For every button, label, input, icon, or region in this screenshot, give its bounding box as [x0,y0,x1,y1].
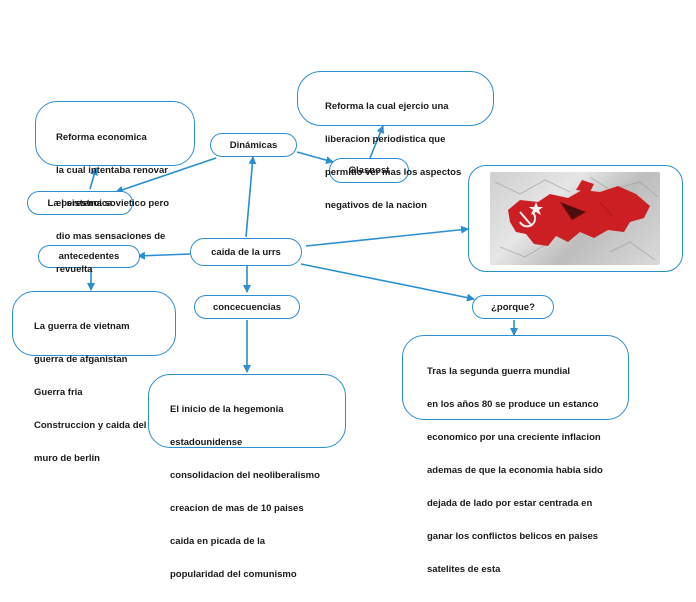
topic-consecuencias[interactable]: concecuencias [194,295,300,319]
topic-perestroica-label: La perestroica [47,197,113,209]
note-line: ademas de que la economia habia sido [427,465,603,476]
root-topic[interactable]: caida de la urrs [190,238,302,266]
note-line: liberacion periodistica que [325,134,446,145]
topic-antecedentes-label: antecedentes [58,251,120,262]
topic-glasnost-label: Glasnost [348,165,390,176]
note-line: La guerra de vietnam [34,321,130,332]
note-line: permitio ver mas los aspectos [325,167,462,178]
topic-dinamicas-label: Dinámicas [229,139,278,151]
topic-glasnost[interactable]: Glasnost [329,158,409,183]
topic-consecuencias-label: concecuencias [212,301,282,313]
ussr-map-flag-icon [494,176,659,261]
topic-porque[interactable]: ¿porque? [472,295,554,319]
topic-perestroica[interactable]: La perestroica [27,191,133,215]
link-root-antecedentes [137,251,191,260]
link-dinamicas-perestroica [115,157,217,194]
note-line: caida en picada de la [170,536,266,547]
link-root-porque [300,263,475,302]
note-antecedentes-list[interactable]: La guerra de vietnam guerra de afganista… [12,291,176,464]
note-line: en los años 80 se produce un estanco [427,399,599,410]
note-line: Reforma economica [56,132,147,143]
root-topic-label: caida de la urrs [211,246,281,258]
note-reforma-glasnost[interactable]: Reforma la cual ejercio una liberacion p… [297,71,494,211]
topic-dinamicas[interactable]: Dinámicas [210,133,297,157]
topic-antecedentes[interactable]: antecedentes [38,245,140,268]
note-line: dio mas sensaciones de [56,231,166,242]
note-line: consolidacion del neoliberalismo [170,470,320,481]
note-line: muro de berlin [34,453,100,464]
note-line: estadounidense [170,437,243,448]
note-line: economico por una creciente inflacion [427,432,601,443]
note-line: negativos de la nacion [325,200,427,211]
link-root-image [305,225,469,247]
note-line: el sistema sovietico pero [56,198,169,209]
link-dinamicas-glasnost [296,151,334,164]
link-perestroica-reforma [89,167,98,190]
note-line: popularidad del comunismo [170,569,297,580]
link-glasnost-reforma [369,125,385,159]
note-line: Guerra fria [34,387,83,398]
note-line: Construccion y caida del [34,420,147,431]
image-node[interactable] [468,165,683,272]
ussr-map-flag-image [490,172,660,265]
note-line: Tras la segunda guerra mundial [427,366,571,377]
note-consecuencias-list[interactable]: El inicio de la hegemonia estadounidense… [148,374,346,580]
note-line: El inicio de la hegemonia [170,404,284,415]
note-line: satelites de esta [427,564,501,575]
connector-lines [87,125,518,373]
note-porque-text[interactable]: Tras la segunda guerra mundial en los añ… [402,335,629,575]
note-line: creacion de mas de 10 paises [170,503,304,514]
note-reforma-economica[interactable]: Reforma economica la cual intentaba reno… [35,101,195,275]
note-line: Reforma la cual ejercio una [325,101,449,112]
note-line: la cual intentaba renovar [56,165,168,176]
note-line: dejada de lado por estar centrada en [427,498,593,509]
link-root-dinamicas [245,156,257,238]
note-line: guerra de afganistan [34,354,128,365]
note-line: ganar los conflictos belicos en paises [427,531,599,542]
topic-porque-label: ¿porque? [491,301,535,313]
note-line: revuelta [56,264,93,275]
